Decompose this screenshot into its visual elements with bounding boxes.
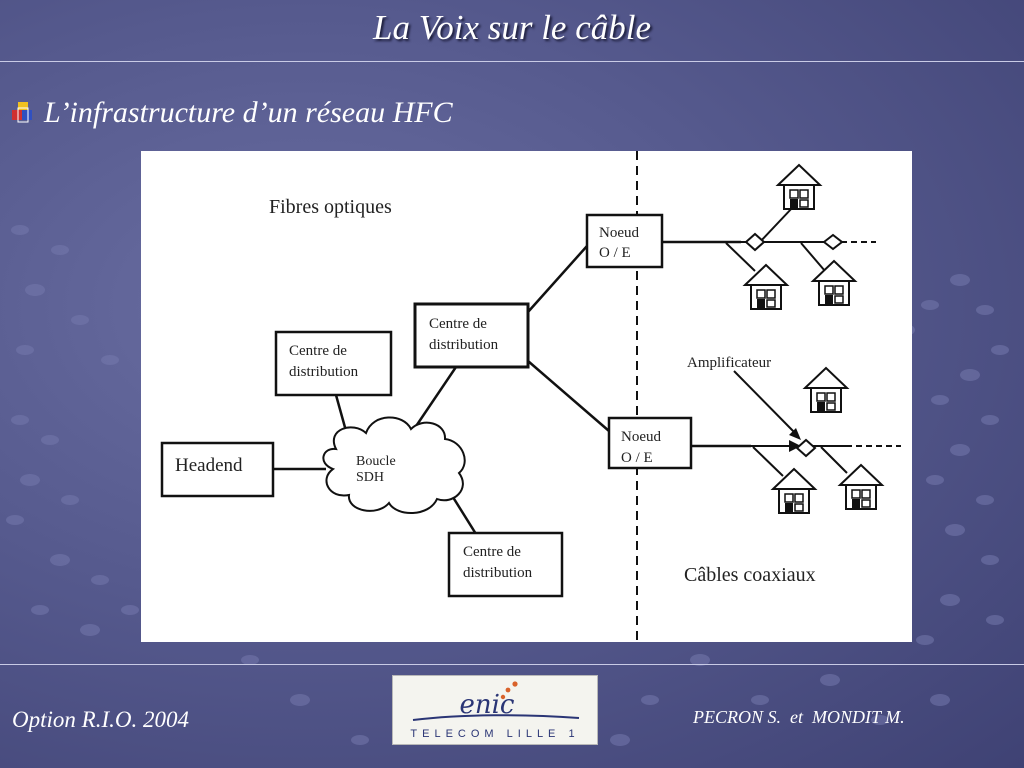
node-bottom-line2: O / E <box>621 450 653 466</box>
sdh-ring-label-line1: Boucle <box>356 454 396 469</box>
bullet-icon <box>12 102 32 123</box>
bullet-text: L’infrastructure d’un réseau HFC <box>44 96 453 129</box>
house-icon <box>802 366 850 413</box>
amplifier-label: Amplificateur <box>687 355 771 371</box>
house-icon <box>775 163 823 210</box>
node-top-box <box>585 213 664 269</box>
distribution-top-line2: distribution <box>429 337 499 353</box>
hfc-diagram: Fibres optiques Câbles coaxiaux Headend … <box>141 151 912 642</box>
node-top-line1: Noeud <box>599 225 639 241</box>
amplifier-arrow <box>733 370 798 436</box>
distribution-left-line1: Centre de <box>289 343 347 359</box>
logo-subtitle: TELECOM LILLE 1 <box>410 728 580 740</box>
distribution-bottom-line2: distribution <box>463 565 533 581</box>
coax-branch-bottom <box>751 445 901 477</box>
distribution-bottom-line1: Centre de <box>463 544 521 560</box>
footer-divider <box>0 664 1024 665</box>
footer-authors: PECRON S. et MONDIT M. <box>693 707 905 727</box>
title-divider <box>0 61 1024 62</box>
coax-tap-3 <box>795 438 817 458</box>
house-icon <box>837 463 885 510</box>
distribution-left-line2: distribution <box>289 364 359 380</box>
sdh-ring-cloud: Boucle SDH <box>322 416 466 515</box>
coax-tap-2 <box>822 233 844 251</box>
distribution-left-box <box>274 330 393 397</box>
enic-logo: enic TELECOM LILLE 1 <box>392 675 598 745</box>
house-icon <box>810 259 858 306</box>
headend-label: Headend <box>175 455 243 476</box>
distribution-top-line1: Centre de <box>429 316 487 332</box>
headend-box <box>160 441 275 498</box>
node-bottom-line1: Noeud <box>621 429 661 445</box>
section-label-coax: Câbles coaxiaux <box>684 564 816 586</box>
node-top-line2: O / E <box>599 245 631 261</box>
node-bottom-box <box>607 416 693 470</box>
bullet-row: L’infrastructure d’un réseau HFC <box>12 96 453 130</box>
logo-word: enic <box>459 690 515 720</box>
footer-course: Option R.I.O. 2004 <box>12 707 189 732</box>
house-icon <box>742 263 790 310</box>
distribution-bottom-box <box>447 531 564 598</box>
logo-swoosh-icon <box>412 681 580 721</box>
sdh-ring-label-line2: SDH <box>356 470 384 485</box>
house-icon <box>770 467 818 514</box>
section-label-fiber: Fibres optiques <box>269 196 392 218</box>
coax-tap-1 <box>744 232 766 252</box>
distribution-top-box <box>413 302 530 369</box>
amplifier-symbol <box>789 440 801 452</box>
slide-title: La Voix sur le câble <box>372 8 652 47</box>
